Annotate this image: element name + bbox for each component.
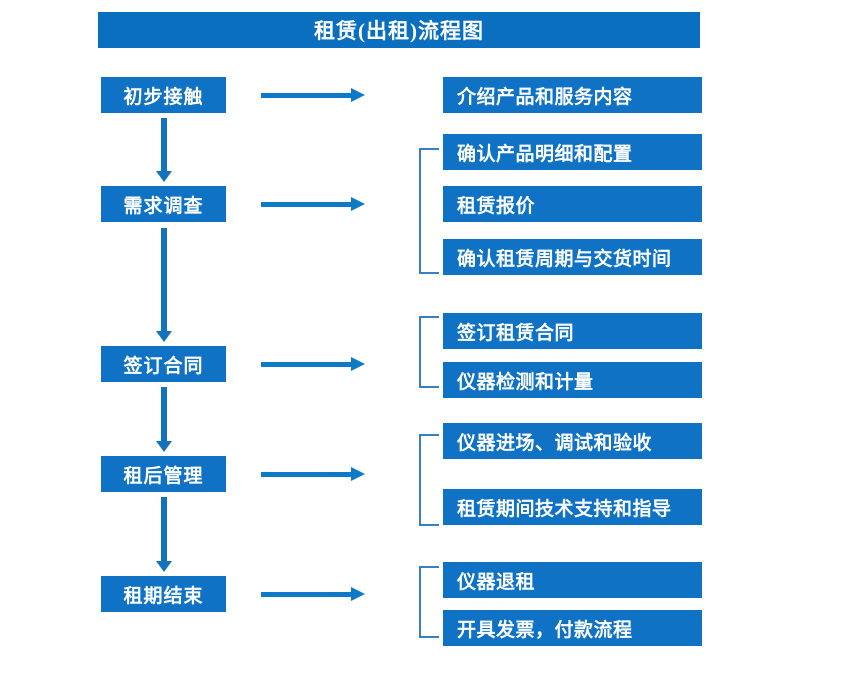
horizontal-arrow-3: [261, 357, 365, 371]
arrow-head: [156, 171, 172, 182]
arrow-shaft: [261, 202, 351, 207]
stage-box-rental-end[interactable]: 租期结束: [101, 576, 226, 612]
arrow-head: [156, 561, 172, 572]
task-box-instrument-inspection[interactable]: 仪器检测和计量: [443, 362, 702, 398]
arrow-head: [351, 357, 365, 371]
task-box-introduce-products[interactable]: 介绍产品和服务内容: [443, 77, 702, 113]
task-box-instrument-return[interactable]: 仪器退租: [443, 562, 702, 598]
group-bracket-post-rental-mgmt: [419, 434, 439, 526]
task-box-invoice-payment[interactable]: 开具发票，付款流程: [443, 610, 702, 646]
arrow-shaft: [261, 362, 351, 367]
stage-box-sign-contract[interactable]: 签订合同: [101, 346, 226, 382]
task-box-technical-support[interactable]: 租赁期间技术支持和指导: [443, 489, 702, 525]
task-box-instrument-onsite[interactable]: 仪器进场、调试和验收: [443, 423, 702, 459]
horizontal-arrow-1: [261, 88, 365, 102]
group-bracket-rental-end: [419, 566, 439, 638]
task-box-sign-rental-contract[interactable]: 签订租赁合同: [443, 313, 702, 349]
group-bracket-sign-contract: [419, 316, 439, 388]
stage-box-needs-survey[interactable]: 需求调查: [101, 186, 226, 222]
arrow-shaft: [161, 497, 167, 561]
horizontal-arrow-5: [261, 587, 365, 601]
arrow-head: [156, 441, 172, 452]
task-box-confirm-period-delivery[interactable]: 确认租赁周期与交货时间: [443, 239, 702, 275]
arrow-head: [351, 587, 365, 601]
arrow-shaft: [261, 472, 351, 477]
vertical-arrow-1: [156, 118, 172, 182]
arrow-shaft: [261, 592, 351, 597]
arrow-shaft: [161, 387, 167, 441]
arrow-head: [351, 467, 365, 481]
stage-box-post-rental-mgmt[interactable]: 租后管理: [101, 456, 226, 492]
group-bracket-needs-survey: [419, 148, 439, 274]
page-title: 租赁(出租)流程图: [98, 12, 700, 48]
arrow-shaft: [261, 93, 351, 98]
arrow-head: [351, 197, 365, 211]
vertical-arrow-3: [156, 387, 172, 452]
arrow-head: [156, 331, 172, 342]
stage-box-initial-contact[interactable]: 初步接触: [101, 77, 226, 113]
arrow-shaft: [161, 118, 167, 171]
arrow-head: [351, 88, 365, 102]
task-box-rental-quotation[interactable]: 租赁报价: [443, 186, 702, 222]
arrow-shaft: [161, 228, 167, 331]
task-box-confirm-product-details[interactable]: 确认产品明细和配置: [443, 134, 702, 170]
vertical-arrow-2: [156, 228, 172, 342]
horizontal-arrow-4: [261, 467, 365, 481]
vertical-arrow-4: [156, 497, 172, 572]
horizontal-arrow-2: [261, 197, 365, 211]
